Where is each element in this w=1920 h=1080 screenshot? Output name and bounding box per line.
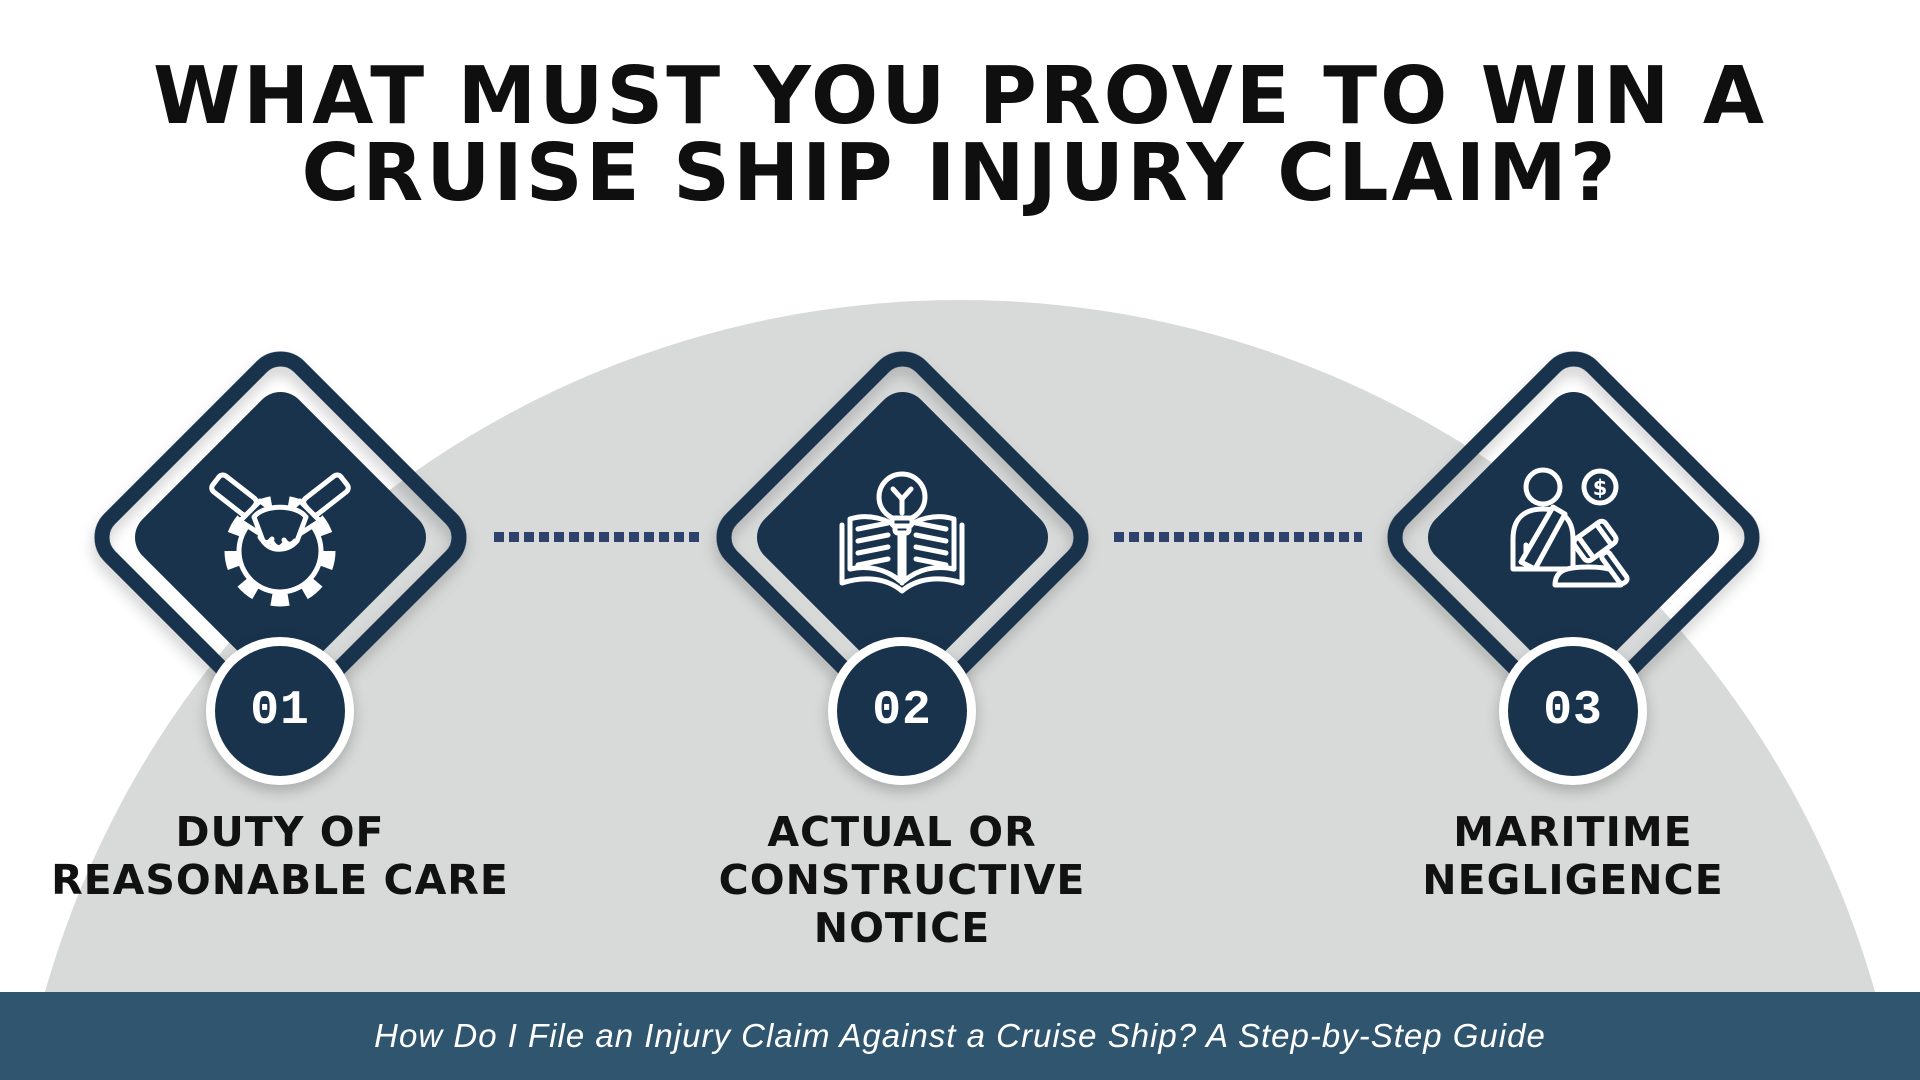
dollar-symbol: $ — [1593, 476, 1608, 500]
lightbulb-shape — [876, 471, 928, 586]
handshake-gear-icon — [200, 457, 360, 617]
step-2-number: 02 — [872, 684, 932, 738]
injured-person-shape — [1510, 467, 1576, 572]
dotted-connector-2 — [1114, 532, 1362, 542]
step-1-number: 01 — [250, 684, 310, 738]
step-2-label: ACTUAL OR CONSTRUCTIVE NOTICE — [718, 808, 1086, 952]
step-3-number: 03 — [1543, 684, 1603, 738]
open-book-lightbulb-icon — [822, 457, 982, 617]
dotted-connector-1 — [494, 532, 699, 542]
dollar-coin-shape: $ — [1581, 468, 1619, 506]
open-book-shape — [839, 514, 965, 594]
injured-person-gavel-dollar-icon: $ — [1493, 457, 1653, 617]
gavel-shape — [1552, 518, 1630, 588]
page-title-line1: WHAT MUST YOU PROVE TO WIN A — [152, 50, 1768, 142]
handshake-shape — [209, 472, 351, 552]
step-1-number-badge: 01 — [206, 637, 354, 785]
page-title: WHAT MUST YOU PROVE TO WIN A CRUISE SHIP… — [0, 50, 1920, 219]
step-1-label: DUTY OF REASONABLE CARE — [51, 808, 509, 904]
footer-caption: How Do I File an Injury Claim Against a … — [374, 1017, 1546, 1054]
page-title-line2: CRUISE SHIP INJURY CLAIM? — [301, 127, 1619, 219]
step-3-label: MARITIME NEGLIGENCE — [1422, 808, 1724, 904]
step-2-number-badge: 02 — [828, 637, 976, 785]
step-3-number-badge: 03 — [1499, 637, 1647, 785]
footer-bar: How Do I File an Injury Claim Against a … — [0, 992, 1920, 1080]
